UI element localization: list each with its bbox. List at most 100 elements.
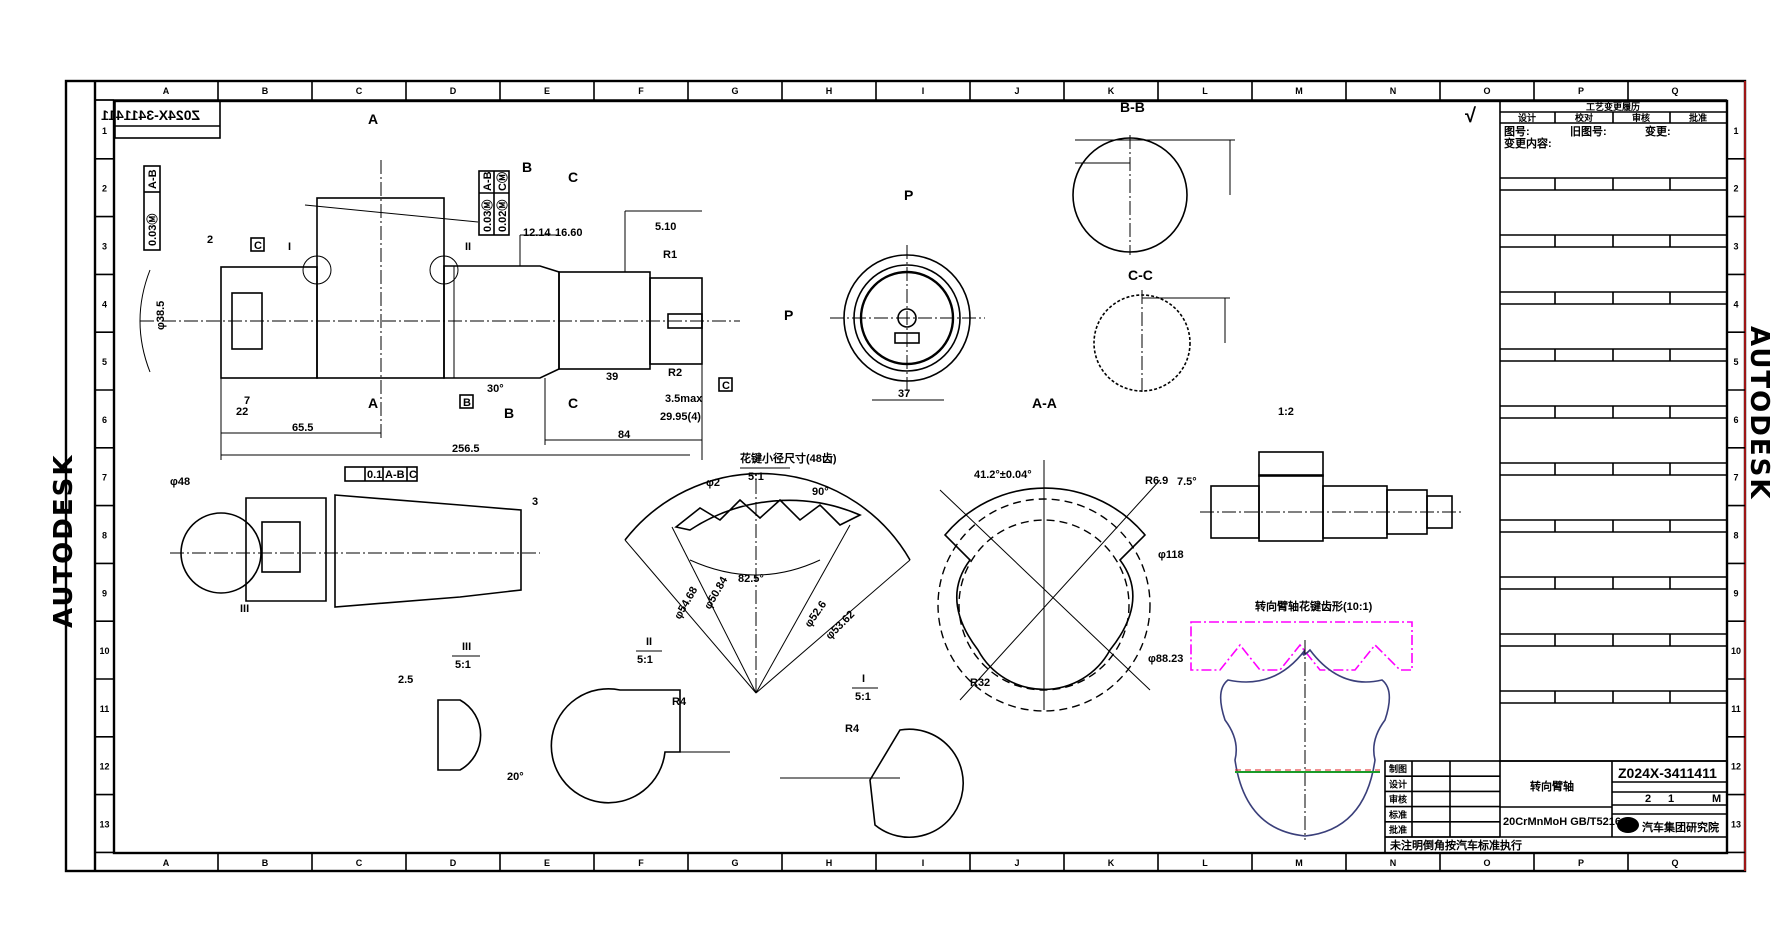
drawing-frame — [64, 79, 1747, 873]
svg-text:φ2: φ2 — [706, 477, 720, 489]
svg-text:A-B: A-B — [147, 169, 159, 189]
column-label-o: O — [1483, 858, 1490, 868]
svg-text:R32: R32 — [970, 677, 990, 689]
row-label-8: 8 — [102, 531, 107, 541]
svg-text:41.2°±0.04°: 41.2°±0.04° — [974, 469, 1032, 481]
lower-left-section: φ48 3 III — [170, 476, 540, 615]
svg-text:Z024X-3411411: Z024X-3411411 — [101, 107, 200, 123]
svg-text:82.5°: 82.5° — [738, 573, 764, 585]
svg-text:5:1: 5:1 — [855, 691, 871, 703]
column-label-l: L — [1202, 858, 1208, 868]
svg-text:0.1: 0.1 — [367, 469, 382, 481]
column-label-e: E — [544, 858, 550, 868]
row-label-13: 13 — [1731, 820, 1741, 830]
column-label-j: J — [1014, 86, 1019, 96]
row-label-10: 10 — [99, 646, 109, 656]
svg-text:5:1: 5:1 — [637, 654, 653, 666]
row-label-12: 12 — [99, 762, 109, 772]
title-row-label: 标准 — [1388, 809, 1407, 820]
svg-text:I: I — [862, 673, 865, 685]
svg-text:16.60: 16.60 — [555, 227, 583, 239]
row-label-3: 3 — [1733, 242, 1738, 252]
change-history-table: 工艺变更履历 设计 校对 审核 批准 图号: 旧图号: 变更: 变更内容: √ — [1465, 100, 1728, 762]
column-label-d: D — [450, 86, 457, 96]
column-label-b: B — [262, 86, 269, 96]
column-label-k: K — [1108, 858, 1115, 868]
svg-text:批准: 批准 — [1689, 112, 1707, 123]
svg-text:汽车集团研究院: 汽车集团研究院 — [1642, 820, 1719, 834]
svg-text:B: B — [463, 397, 471, 409]
svg-text:5.10: 5.10 — [655, 221, 676, 233]
svg-text:84: 84 — [618, 429, 631, 441]
section-aa: A-A 41.2°±0.04° R6.9 φ118 φ88.23 R32 — [937, 395, 1184, 712]
spline-tooth-detail: 花键小径尺寸(48齿) 5:1 82.5° 90° φ2 φ54.68 φ50.… — [624, 451, 911, 694]
svg-text:3.5max: 3.5max — [665, 393, 703, 405]
svg-text:φ53.62: φ53.62 — [824, 609, 858, 643]
svg-text:3: 3 — [532, 496, 538, 508]
svg-text:旧图号:: 旧图号: — [1570, 125, 1607, 138]
column-label-m: M — [1295, 86, 1303, 96]
row-label-6: 6 — [102, 415, 107, 425]
svg-text:0.03Ⓜ: 0.03Ⓜ — [145, 214, 159, 246]
svg-text:转向臂轴花键齿形(10:1): 转向臂轴花键齿形(10:1) — [1255, 599, 1373, 613]
svg-text:7.5°: 7.5° — [1177, 476, 1197, 488]
roughness-symbol: √ — [1465, 105, 1477, 127]
title-row-label: 审核 — [1389, 794, 1407, 805]
column-label-n: N — [1390, 86, 1397, 96]
row-label-5: 5 — [102, 357, 107, 367]
svg-text:C: C — [722, 380, 730, 392]
row-label-9: 9 — [1733, 588, 1738, 598]
column-label-q: Q — [1671, 858, 1678, 868]
row-label-11: 11 — [100, 704, 110, 714]
column-label-a: A — [163, 86, 170, 96]
svg-text:37: 37 — [898, 388, 910, 400]
column-label-e: E — [544, 86, 550, 96]
column-label-h: H — [826, 86, 833, 96]
svg-text:II: II — [646, 636, 652, 648]
svg-text:2.5: 2.5 — [398, 674, 413, 686]
row-label-4: 4 — [102, 299, 107, 309]
svg-text:I: I — [288, 241, 291, 253]
svg-text:12.14: 12.14 — [523, 227, 551, 239]
row-label-12: 12 — [1731, 762, 1741, 772]
column-label-p: P — [1578, 858, 1584, 868]
autodesk-watermark-right: AUTODESK — [1744, 326, 1774, 501]
row-label-7: 7 — [1733, 473, 1738, 483]
main-shaft-view: 65.5 256.5 84 39 29.95(4) 3.5max 12.14 1… — [139, 111, 793, 460]
svg-text:20°: 20° — [507, 771, 524, 783]
column-label-d: D — [450, 858, 457, 868]
column-label-o: O — [1483, 86, 1490, 96]
svg-text:工艺变更履历: 工艺变更履历 — [1586, 101, 1640, 112]
svg-text:C: C — [254, 240, 262, 252]
datum-b-box: B — [459, 394, 474, 409]
svg-text:花键小径尺寸(48齿): 花键小径尺寸(48齿) — [740, 451, 837, 465]
column-label-q: Q — [1671, 86, 1678, 96]
row-label-8: 8 — [1733, 531, 1738, 541]
svg-text:R4: R4 — [845, 723, 860, 735]
row-label-1: 1 — [102, 126, 107, 136]
row-label-3: 3 — [102, 242, 107, 252]
svg-text:39: 39 — [606, 371, 618, 383]
row-label-2: 2 — [102, 184, 107, 194]
svg-text:C-C: C-C — [1128, 267, 1153, 283]
svg-text:0.03Ⓜ: 0.03Ⓜ — [480, 200, 494, 232]
column-label-m: M — [1295, 858, 1303, 868]
svg-text:90°: 90° — [812, 486, 829, 498]
detail-i: I 5:1 R4 — [780, 673, 964, 838]
column-label-i: I — [922, 86, 925, 96]
svg-text:A: A — [368, 111, 378, 127]
svg-text:1: 1 — [1668, 793, 1674, 805]
svg-text:审核: 审核 — [1632, 112, 1650, 123]
svg-text:φ54.68: φ54.68 — [672, 585, 700, 622]
svg-text:转向臂轴: 转向臂轴 — [1530, 779, 1574, 793]
svg-text:C: C — [409, 469, 417, 481]
row-label-10: 10 — [1731, 646, 1741, 656]
svg-text:变更内容:: 变更内容: — [1504, 136, 1552, 150]
detail-iii: III 5:1 2.5 20° — [398, 641, 524, 783]
svg-text:设计: 设计 — [1518, 112, 1536, 123]
datum-c-box-2: C — [718, 377, 733, 392]
title-row-label: 批准 — [1389, 824, 1407, 835]
svg-text:29.95(4): 29.95(4) — [660, 411, 701, 423]
